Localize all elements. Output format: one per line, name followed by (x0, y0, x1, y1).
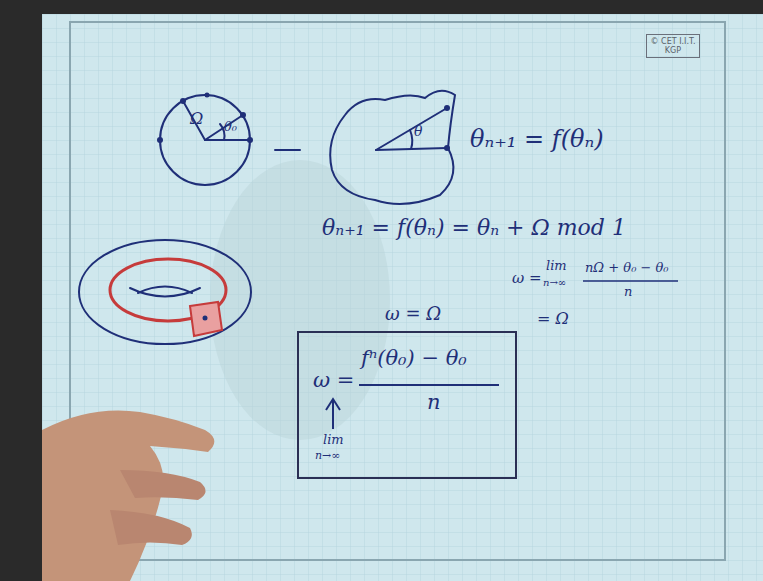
torus (79, 240, 251, 344)
finger (120, 470, 206, 500)
pointer-arrow (326, 399, 340, 429)
formula-text: fⁿ(θ₀) − θ₀ (361, 347, 467, 370)
point (180, 98, 186, 104)
formula-text: nΩ + θ₀ − θ₀ (585, 261, 669, 275)
angle-arc (220, 124, 225, 140)
point (203, 316, 208, 321)
point (444, 105, 450, 111)
formula-text: lim (546, 259, 567, 273)
angle-symbol: θ (414, 124, 422, 139)
map-equation: θₙ₊₁ = f(θₙ) = θₙ + Ω mod 1 (322, 216, 626, 240)
radius (205, 139, 250, 141)
point (240, 112, 246, 118)
paper (42, 14, 763, 581)
finger (110, 510, 192, 545)
formula-text: n (624, 285, 632, 299)
fraction-bar (359, 384, 499, 386)
fraction-bar (583, 280, 678, 282)
point (205, 93, 210, 98)
dash (275, 149, 300, 151)
page-frame (70, 22, 725, 560)
radius (205, 115, 243, 140)
angle-symbol: θ₀ (224, 120, 237, 134)
formula-text: = Ω (537, 310, 569, 328)
formula-text: n→∞ (543, 277, 566, 288)
watermark-text: © CET I.I.T. KGP (651, 37, 696, 55)
formula-text: lim (323, 433, 344, 447)
formula-box: ω = fⁿ(θ₀) − θ₀ n lim n→∞ (297, 331, 517, 479)
shadow (210, 160, 390, 440)
hand (42, 410, 214, 581)
torus-hole (138, 287, 192, 294)
grid (42, 14, 763, 581)
formula-text: ω = (313, 369, 354, 392)
point (247, 137, 253, 143)
radius (376, 108, 447, 150)
angle-arc (410, 130, 412, 149)
formula-text: ω = Ω (385, 304, 441, 324)
circle-map (160, 95, 250, 185)
hand (42, 410, 214, 581)
poincare-section (190, 302, 222, 336)
angle-symbol: Ω (190, 110, 203, 128)
point (444, 145, 450, 151)
formula-text: ω = (512, 270, 542, 287)
formula-text: n→∞ (315, 450, 340, 462)
formula-text: n (427, 391, 441, 414)
radius (183, 101, 205, 140)
point (157, 137, 163, 143)
closed-curve (330, 91, 455, 204)
watermark-box: © CET I.I.T. KGP (646, 34, 700, 58)
map-equation: θₙ₊₁ = f(θₙ) (470, 126, 604, 152)
